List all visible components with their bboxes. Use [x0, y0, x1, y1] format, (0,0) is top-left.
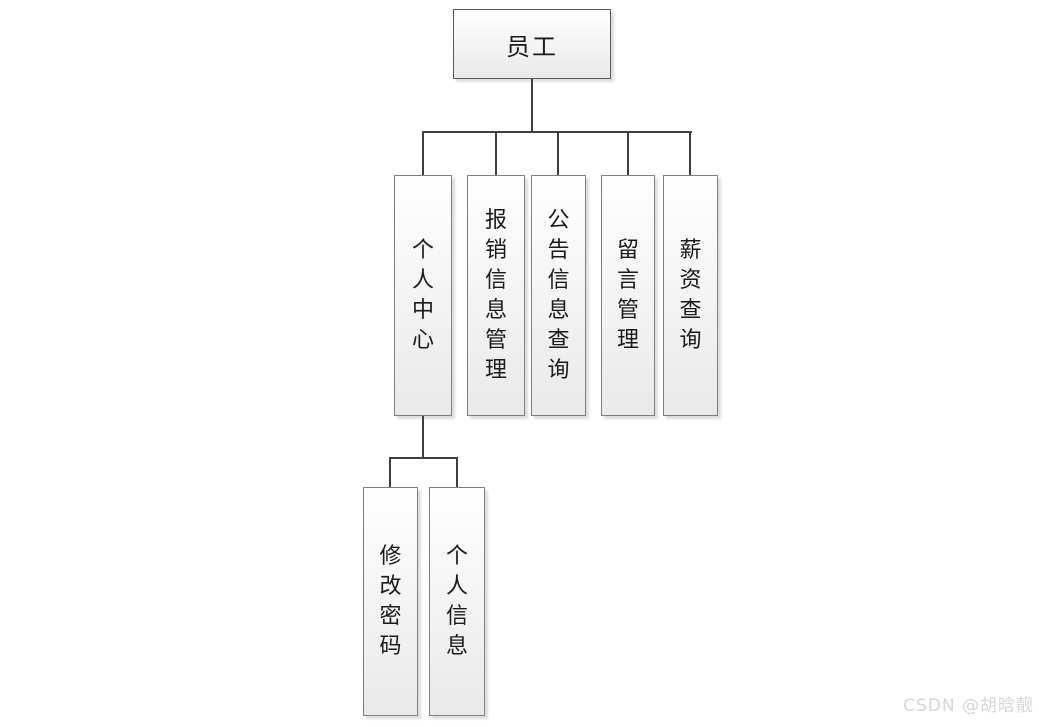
- node-reimbursement-info-management-label: 报销信息管理: [484, 207, 507, 383]
- node-message-management: 留言管理: [601, 175, 655, 416]
- node-message-management-label: 留言管理: [616, 237, 639, 353]
- node-employee-label: 员工: [506, 32, 558, 61]
- connector-drop-reimbursement: [495, 131, 497, 175]
- connector-drop-message: [627, 131, 629, 175]
- node-announcement-info-query: 公告信息查询: [531, 175, 586, 416]
- connector-drop-salary: [689, 131, 691, 175]
- connector-drop-announcement: [557, 131, 559, 175]
- node-announcement-info-query-label: 公告信息查询: [547, 207, 570, 383]
- node-personal-center-label: 个人中心: [411, 237, 434, 353]
- node-personal-info-label: 个人信息: [445, 543, 468, 659]
- node-change-password: 修改密码: [363, 487, 418, 716]
- connector-drop-personal-info: [456, 457, 458, 487]
- node-change-password-label: 修改密码: [379, 543, 402, 659]
- node-personal-center: 个人中心: [394, 175, 452, 416]
- connector-personal-center-vertical: [422, 416, 424, 459]
- connector-level2-horizontal-bar: [389, 457, 458, 459]
- node-salary-query-label: 薪资查询: [679, 237, 702, 353]
- connector-drop-personal-center: [422, 131, 424, 175]
- watermark-text: CSDN @胡晗靓: [903, 696, 1034, 716]
- node-salary-query: 薪资查询: [663, 175, 718, 416]
- connector-root-vertical: [531, 79, 533, 132]
- node-employee: 员工: [453, 9, 611, 79]
- connector-drop-change-password: [389, 457, 391, 487]
- node-personal-info: 个人信息: [429, 487, 485, 716]
- node-reimbursement-info-management: 报销信息管理: [467, 175, 525, 416]
